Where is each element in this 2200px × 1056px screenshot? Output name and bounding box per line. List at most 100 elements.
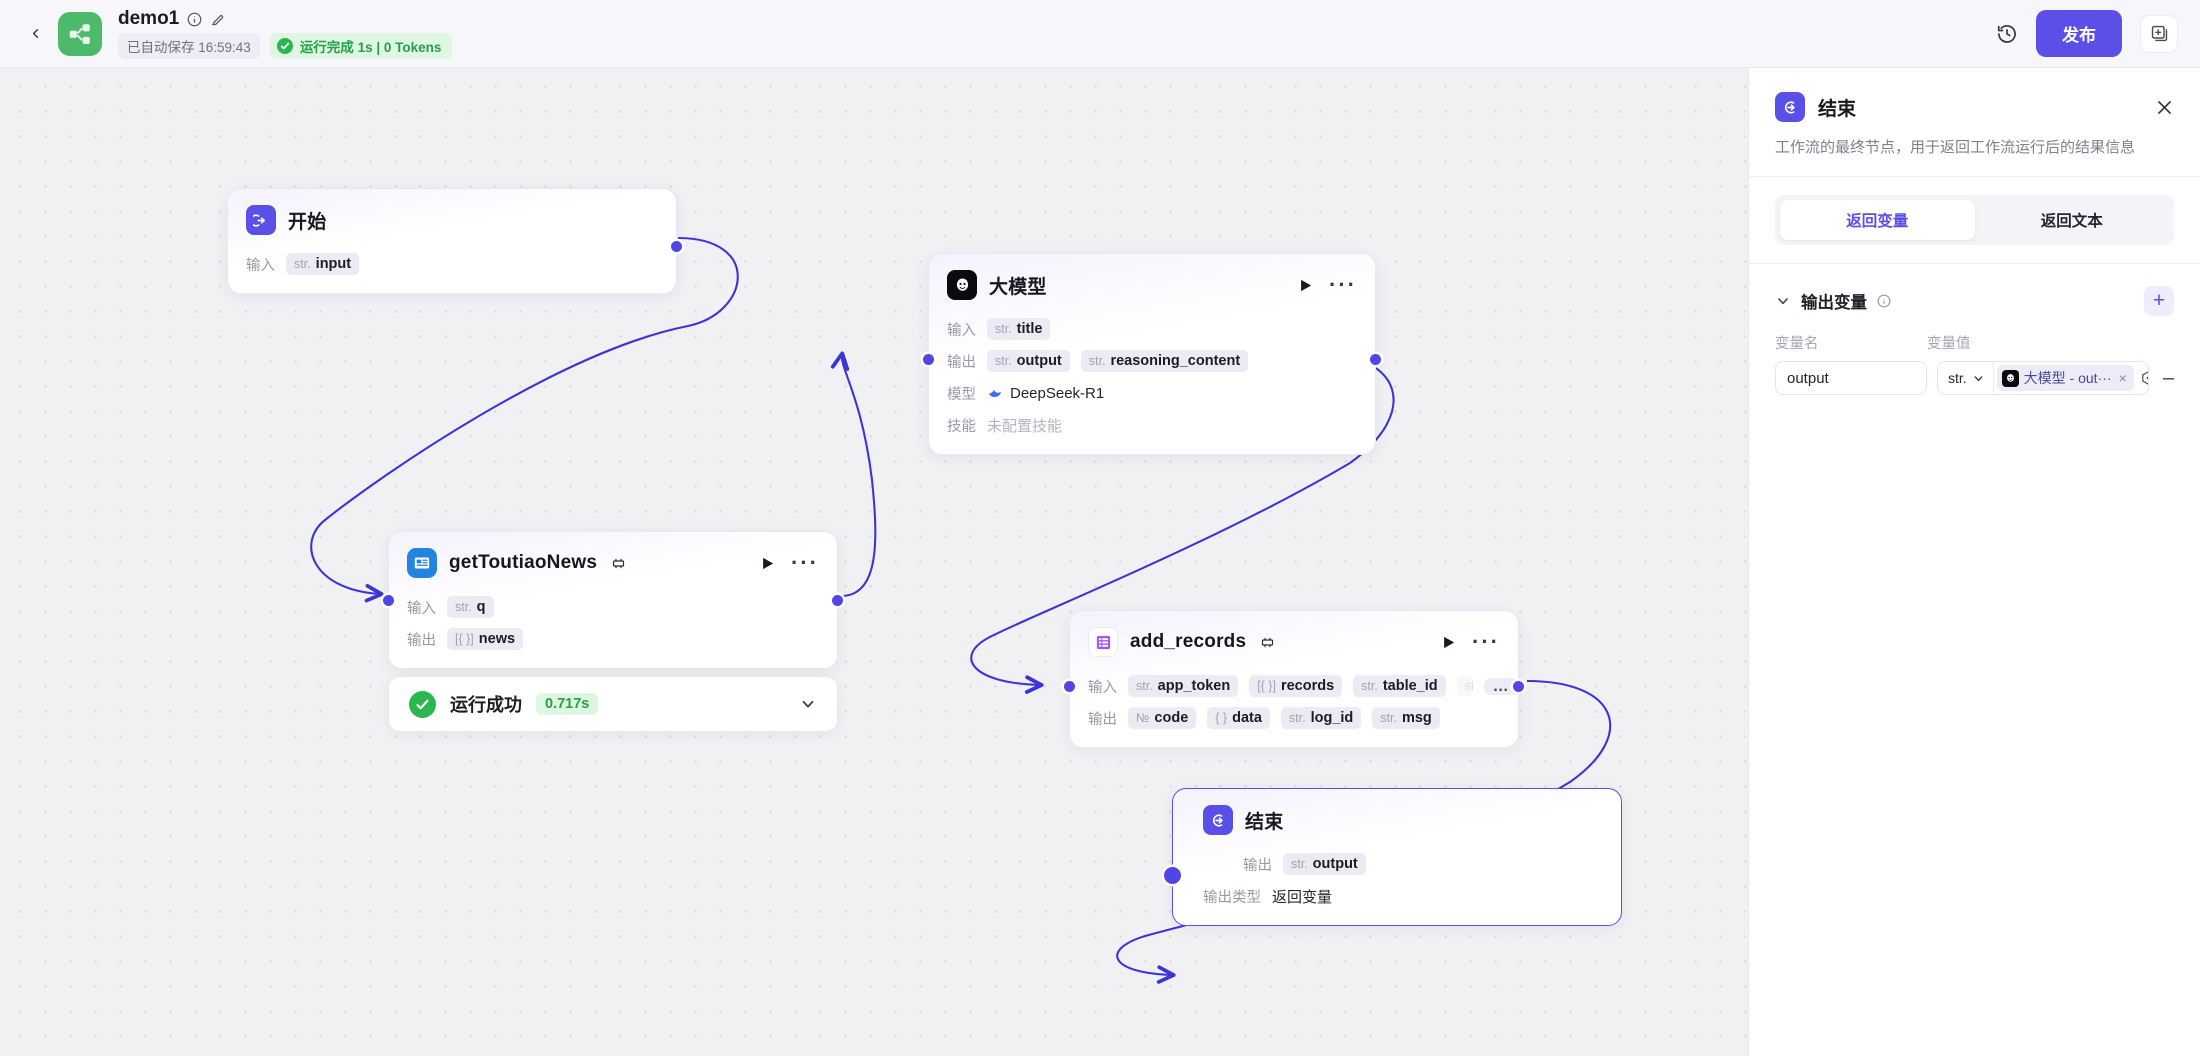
variable-row: str. 大模型 - out··· × – [1749,353,2200,395]
info-circle-icon[interactable] [1877,294,1891,308]
node-start[interactable]: 开始 输入 str. input [227,188,682,294]
node-row-output: 输出 str. output str. reasoning_content [947,348,1357,374]
param-chip-truncated: str. [1456,676,1473,696]
variable-value-box: str. 大模型 - out··· × [1937,361,2149,395]
param-chip: [{ }] records [1249,675,1343,697]
node-header: 大模型 ··· [929,254,1375,310]
start-node-icon [246,205,276,235]
param-type: str. [1288,711,1306,725]
node-body: 输入 str. title 输出 str. output str. reason… [929,316,1375,454]
edit-pencil-icon[interactable] [210,12,225,27]
section-divider [1749,263,2200,264]
node-add-records[interactable]: add_records ··· 输入 str. app_token [{ }] [1064,610,1524,748]
node-body: 输出 str. output 输出类型 返回变量 [1173,851,1621,925]
param-type: str. [995,354,1012,368]
row-label: 技能 [947,418,976,435]
back-chevron-icon[interactable] [22,21,48,47]
variable-reference-label: 大模型 - out··· [2023,370,2112,386]
autosave-status: 已自动保存 16:59:43 [118,33,260,59]
plugin-badge-icon [1260,635,1275,650]
play-icon[interactable] [1298,277,1313,294]
node-header-actions: ··· [1441,629,1500,654]
add-variable-button[interactable]: + [2144,286,2174,316]
more-dots-icon[interactable]: ··· [1329,272,1357,297]
input-handle[interactable] [1164,867,1181,884]
chevron-down-icon[interactable] [1775,293,1791,309]
more-dots-icon[interactable]: ··· [1472,629,1500,654]
node-get-toutiao-news[interactable]: getToutiaoNews ··· 输入 str. q 输出 [383,531,843,669]
more-dots-icon[interactable]: ··· [791,550,819,575]
row-label: 输入 [246,257,275,274]
panel-header: 结束 工作流的最终节点，用于返回工作流运行后的结果信息 [1749,68,2200,177]
output-handle[interactable] [832,595,843,606]
row-label: 输入 [407,600,436,617]
workflow-canvas[interactable]: 开始 输入 str. input 大模型 ··· [0,68,1748,1056]
param-type: { } [1215,711,1228,725]
page-title: demo1 [118,8,180,29]
tab-return-variable[interactable]: 返回变量 [1780,200,1975,240]
param-name: table_id [1382,678,1438,694]
param-name: news [478,631,516,647]
column-header-name: 变量名 [1775,336,1819,352]
node-end[interactable]: 结束 输出 str. output 输出类型 返回变量 [1164,788,1622,926]
output-type-value: 返回变量 [1272,888,1333,906]
node-body: 输入 str. input [228,251,676,293]
output-handle[interactable] [1370,354,1381,365]
row-label: 输出类型 [1203,889,1261,906]
info-circle-icon[interactable] [187,12,202,27]
param-type: str. [455,600,472,614]
run-status-badge: 运行完成 1s | 0 Tokens [269,33,453,59]
param-type: [{ }] [455,632,474,646]
panel-tabs: 返回变量 返回文本 [1775,195,2174,245]
node-header-actions: ··· [760,550,819,575]
variable-name-input[interactable] [1775,361,1927,395]
node-header: 结束 [1173,789,1621,845]
publish-button[interactable]: 发布 [2036,10,2122,57]
node-llm[interactable]: 大模型 ··· 输入 str. title 输出 str. outpu [923,253,1381,455]
param-chip: { } data [1207,707,1270,729]
variable-type-select[interactable]: str. [1938,362,1994,394]
chevron-down-icon[interactable] [799,695,817,713]
skill-value: 未配置技能 [987,417,1063,435]
run-status-text: 运行完成 1s | 0 Tokens [299,40,442,55]
model-name: DeepSeek-R1 [1010,384,1105,402]
history-clock-icon[interactable] [1996,23,2018,45]
overflow-params-button[interactable]: … [1483,677,1520,695]
row-label: 输入 [947,322,976,339]
run-status-bar[interactable]: 运行成功 0.717s [388,676,838,732]
row-label: 输出 [1088,711,1117,728]
end-node-icon [1203,805,1233,835]
close-x-icon[interactable] [2155,98,2174,117]
variable-column-headers: 变量名 变量值 [1749,322,2200,353]
input-handle[interactable] [923,354,934,365]
node-title: 大模型 [989,276,1047,298]
play-icon[interactable] [760,555,775,572]
end-node-icon [1775,92,1805,122]
duplicate-window-icon[interactable] [2140,14,2178,53]
node-row-output-type: 输出类型 返回变量 [1203,883,1603,909]
edge-news-to-llm [830,351,877,598]
param-type: str. [995,322,1012,336]
param-name: input [315,256,352,272]
news-plugin-icon [407,548,437,578]
node-row-model: 模型 DeepSeek-R1 [947,380,1357,406]
clear-x-icon[interactable]: × [2118,370,2127,386]
play-icon[interactable] [1441,634,1456,651]
param-name: code [1154,710,1189,726]
output-handle[interactable] [1513,681,1524,692]
row-label: 输出 [1243,857,1272,874]
param-type: [{ }] [1257,679,1276,693]
section-title: 输出变量 [1801,294,1867,312]
target-circle-icon[interactable] [2137,370,2148,386]
variable-reference-tag[interactable]: 大模型 - out··· × [1996,365,2134,391]
input-handle[interactable] [383,595,394,606]
tab-return-text[interactable]: 返回文本 [2040,213,2103,230]
output-handle[interactable] [671,241,682,252]
plugin-badge-icon [611,556,626,571]
remove-variable-button[interactable]: – [2162,367,2174,389]
input-handle[interactable] [1064,681,1075,692]
panel-description: 工作流的最终节点，用于返回工作流运行后的结果信息 [1775,139,2136,156]
success-check-icon [409,690,436,718]
param-chip: № code [1128,707,1197,729]
node-row-input: 输入 str. title [947,316,1357,342]
